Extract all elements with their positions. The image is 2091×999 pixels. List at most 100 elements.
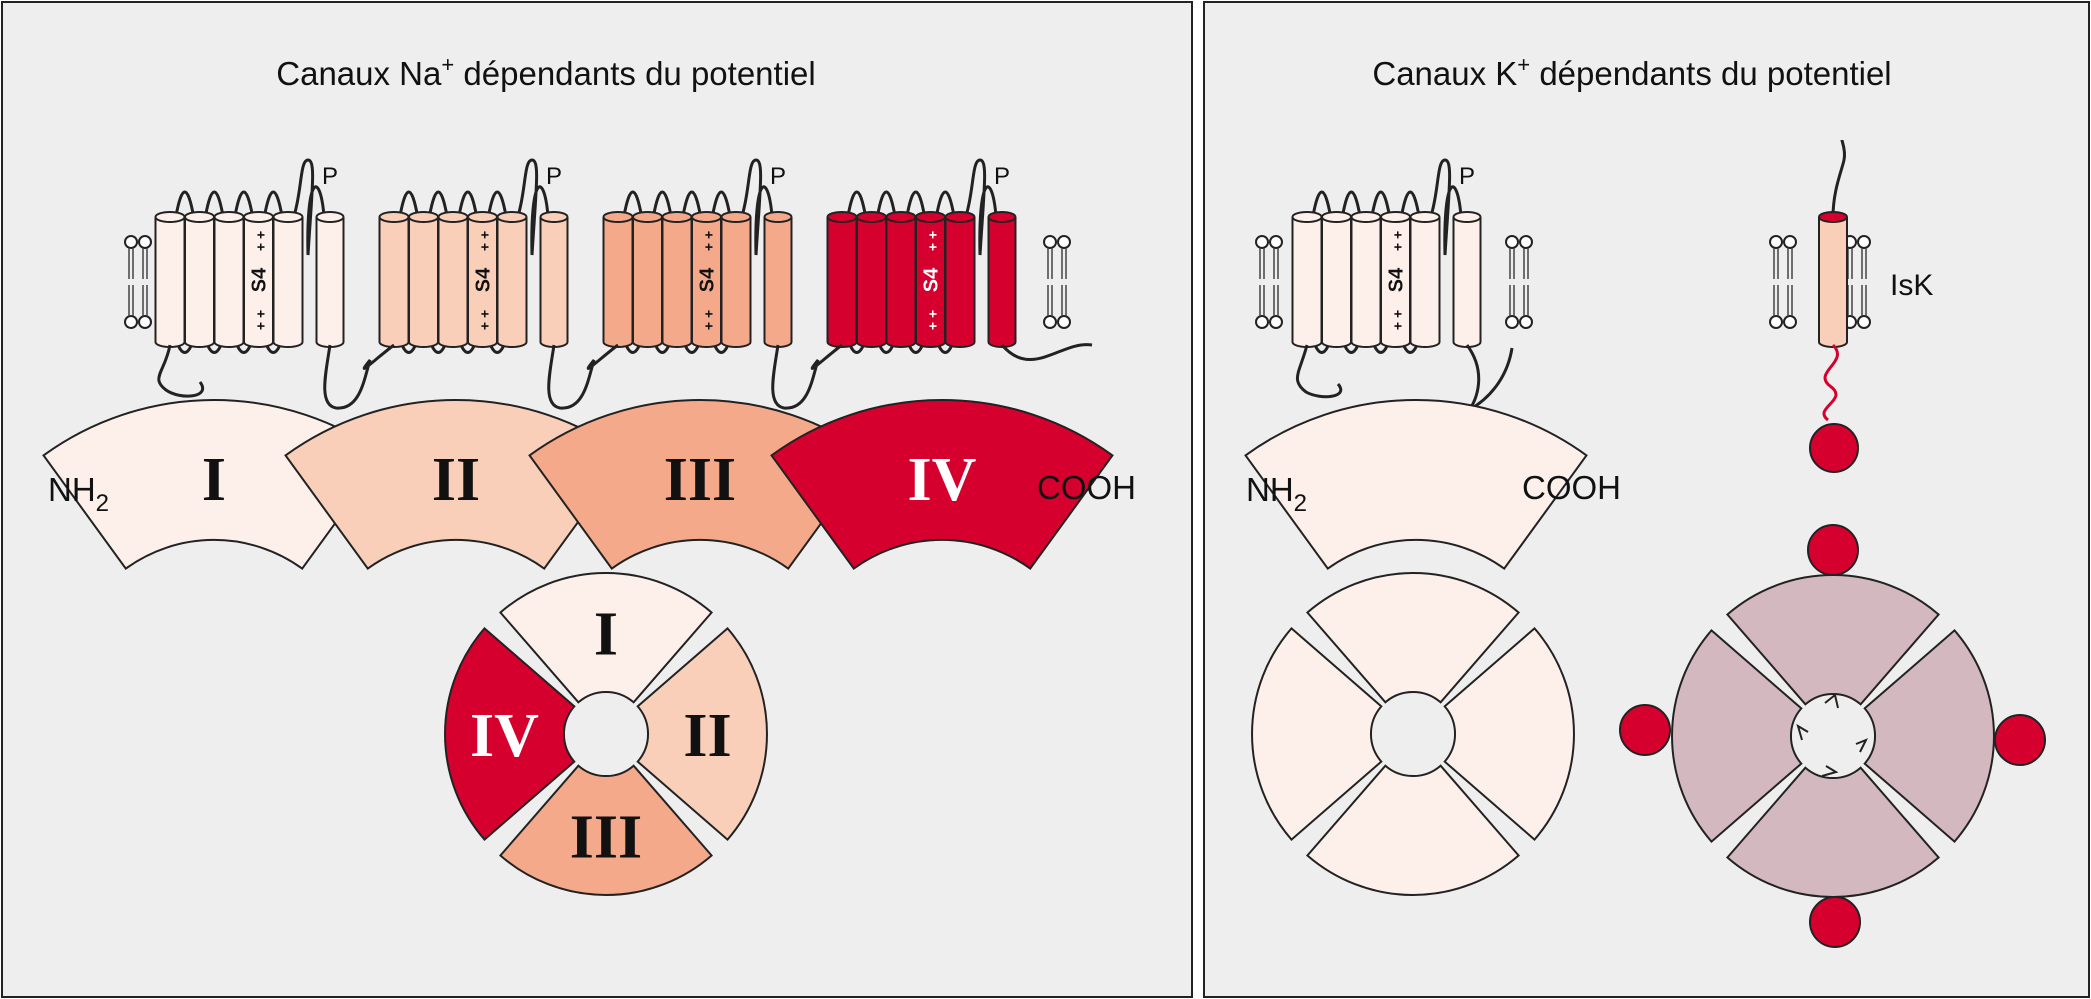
lipid-head bbox=[1057, 315, 1071, 329]
lipid-head bbox=[138, 235, 152, 249]
p-loop-label: P bbox=[770, 163, 786, 190]
transmembrane-helix bbox=[987, 217, 1017, 348]
helix-cap bbox=[720, 211, 752, 223]
interdomain-linker bbox=[771, 343, 843, 410]
transmembrane-helix bbox=[826, 217, 858, 348]
s4-voltage-sensor bbox=[467, 217, 498, 348]
helix-cap bbox=[184, 211, 215, 223]
k-cooh-label: COOH bbox=[1522, 469, 1621, 506]
extracellular-loop bbox=[905, 190, 926, 217]
transmembrane-helix bbox=[213, 217, 245, 348]
p-loop bbox=[964, 158, 998, 256]
lipid-head bbox=[1519, 315, 1533, 329]
pore-quadrant bbox=[444, 626, 576, 842]
isk-subunit-ball bbox=[1619, 704, 1671, 756]
transmembrane-helix bbox=[315, 217, 345, 348]
extracellular-loop bbox=[681, 190, 702, 217]
extracellular-loop bbox=[174, 190, 195, 217]
s4-label: S4 bbox=[249, 267, 271, 292]
intracellular-loop bbox=[907, 344, 924, 354]
domain-segment bbox=[770, 398, 1114, 570]
s4-charges: + + bbox=[253, 310, 269, 330]
pore-selectivity-filter bbox=[1824, 693, 1839, 709]
pore-quadrant bbox=[1863, 628, 1995, 844]
intracellular-loop bbox=[489, 344, 506, 354]
p-loop bbox=[292, 158, 326, 256]
quadrant-label: I bbox=[594, 601, 618, 669]
isk-subunit-ball bbox=[1809, 896, 1861, 948]
p-loop-label: P bbox=[546, 163, 562, 190]
lipid-tail bbox=[1773, 248, 1779, 316]
lipid-head bbox=[124, 315, 138, 329]
domain-label: III bbox=[664, 446, 736, 514]
p-loop-label: P bbox=[1459, 163, 1475, 190]
helix-cap bbox=[437, 211, 469, 223]
intracellular-loop bbox=[624, 344, 641, 354]
transmembrane-helix bbox=[602, 217, 634, 348]
transmembrane-helix bbox=[539, 217, 569, 348]
pore-selectivity-filter bbox=[1796, 723, 1809, 741]
pore-quadrant bbox=[498, 572, 714, 704]
transmembrane-helix bbox=[1350, 217, 1382, 348]
intracellular-loop bbox=[878, 344, 895, 354]
na-cooh-label: COOH bbox=[1037, 469, 1136, 506]
s4-label: S4 bbox=[921, 267, 943, 292]
lipid-head bbox=[1043, 315, 1057, 329]
extracellular-loop bbox=[428, 190, 449, 217]
isk-label: IsK bbox=[1890, 269, 1933, 302]
lipid-head bbox=[1519, 235, 1533, 249]
transmembrane-helix bbox=[408, 217, 439, 348]
pore-quadrant bbox=[1725, 574, 1941, 706]
s4-charges: + + bbox=[1390, 310, 1406, 330]
helix-cap bbox=[243, 211, 274, 223]
s4-charges: + + bbox=[701, 310, 717, 330]
lipid-head bbox=[1769, 235, 1783, 249]
isk-extracellular-tail bbox=[1831, 139, 1847, 218]
helix-cap bbox=[944, 211, 976, 223]
transmembrane-helix bbox=[378, 217, 410, 348]
lipid-tail bbox=[142, 248, 148, 316]
helix-cap bbox=[272, 211, 304, 223]
lipid-head bbox=[1783, 315, 1797, 329]
s4-charges: + + bbox=[925, 231, 941, 251]
lipid-tail bbox=[128, 248, 134, 316]
p-loop bbox=[516, 158, 550, 256]
lipid-head bbox=[124, 235, 138, 249]
s4-voltage-sensor bbox=[1380, 217, 1411, 348]
helix-cap bbox=[1350, 211, 1382, 223]
helix-cap bbox=[763, 211, 793, 223]
extracellular-loop bbox=[622, 190, 643, 217]
intracellular-loop bbox=[176, 344, 193, 354]
domain-segment bbox=[1244, 398, 1588, 570]
intracellular-loop bbox=[206, 344, 223, 354]
lipid-tail bbox=[1509, 248, 1515, 316]
helix-cap bbox=[154, 211, 186, 223]
helix-cap bbox=[826, 211, 858, 223]
intracellular-loop bbox=[459, 344, 476, 354]
extracellular-loop bbox=[846, 190, 867, 217]
extracellular-loop bbox=[711, 190, 732, 217]
isk-subunit-ball bbox=[1994, 714, 2046, 766]
pore-quadrant bbox=[1671, 628, 1803, 844]
transmembrane-helix bbox=[856, 217, 887, 348]
s4-voltage-sensor bbox=[915, 217, 946, 348]
lipid-tail bbox=[1861, 248, 1867, 316]
intracellular-loop bbox=[1402, 344, 1419, 354]
k-channel-tetramer bbox=[1251, 572, 1575, 896]
helix-cap bbox=[1321, 211, 1352, 223]
lipid-tail bbox=[1787, 248, 1793, 316]
lipid-head bbox=[1057, 235, 1071, 249]
extracellular-loop bbox=[935, 190, 956, 217]
extracellular-loop bbox=[398, 190, 419, 217]
intracellular-loop bbox=[848, 344, 865, 354]
pore-selectivity-filter bbox=[1821, 765, 1839, 777]
p-loop bbox=[740, 158, 774, 256]
s4-charges: + + bbox=[925, 310, 941, 330]
s4-charges: + + bbox=[1390, 231, 1406, 251]
domain-label: IV bbox=[908, 446, 977, 514]
pore-quadrant bbox=[1443, 626, 1575, 842]
intracellular-loop bbox=[937, 344, 954, 354]
lipid-head bbox=[1269, 315, 1283, 329]
